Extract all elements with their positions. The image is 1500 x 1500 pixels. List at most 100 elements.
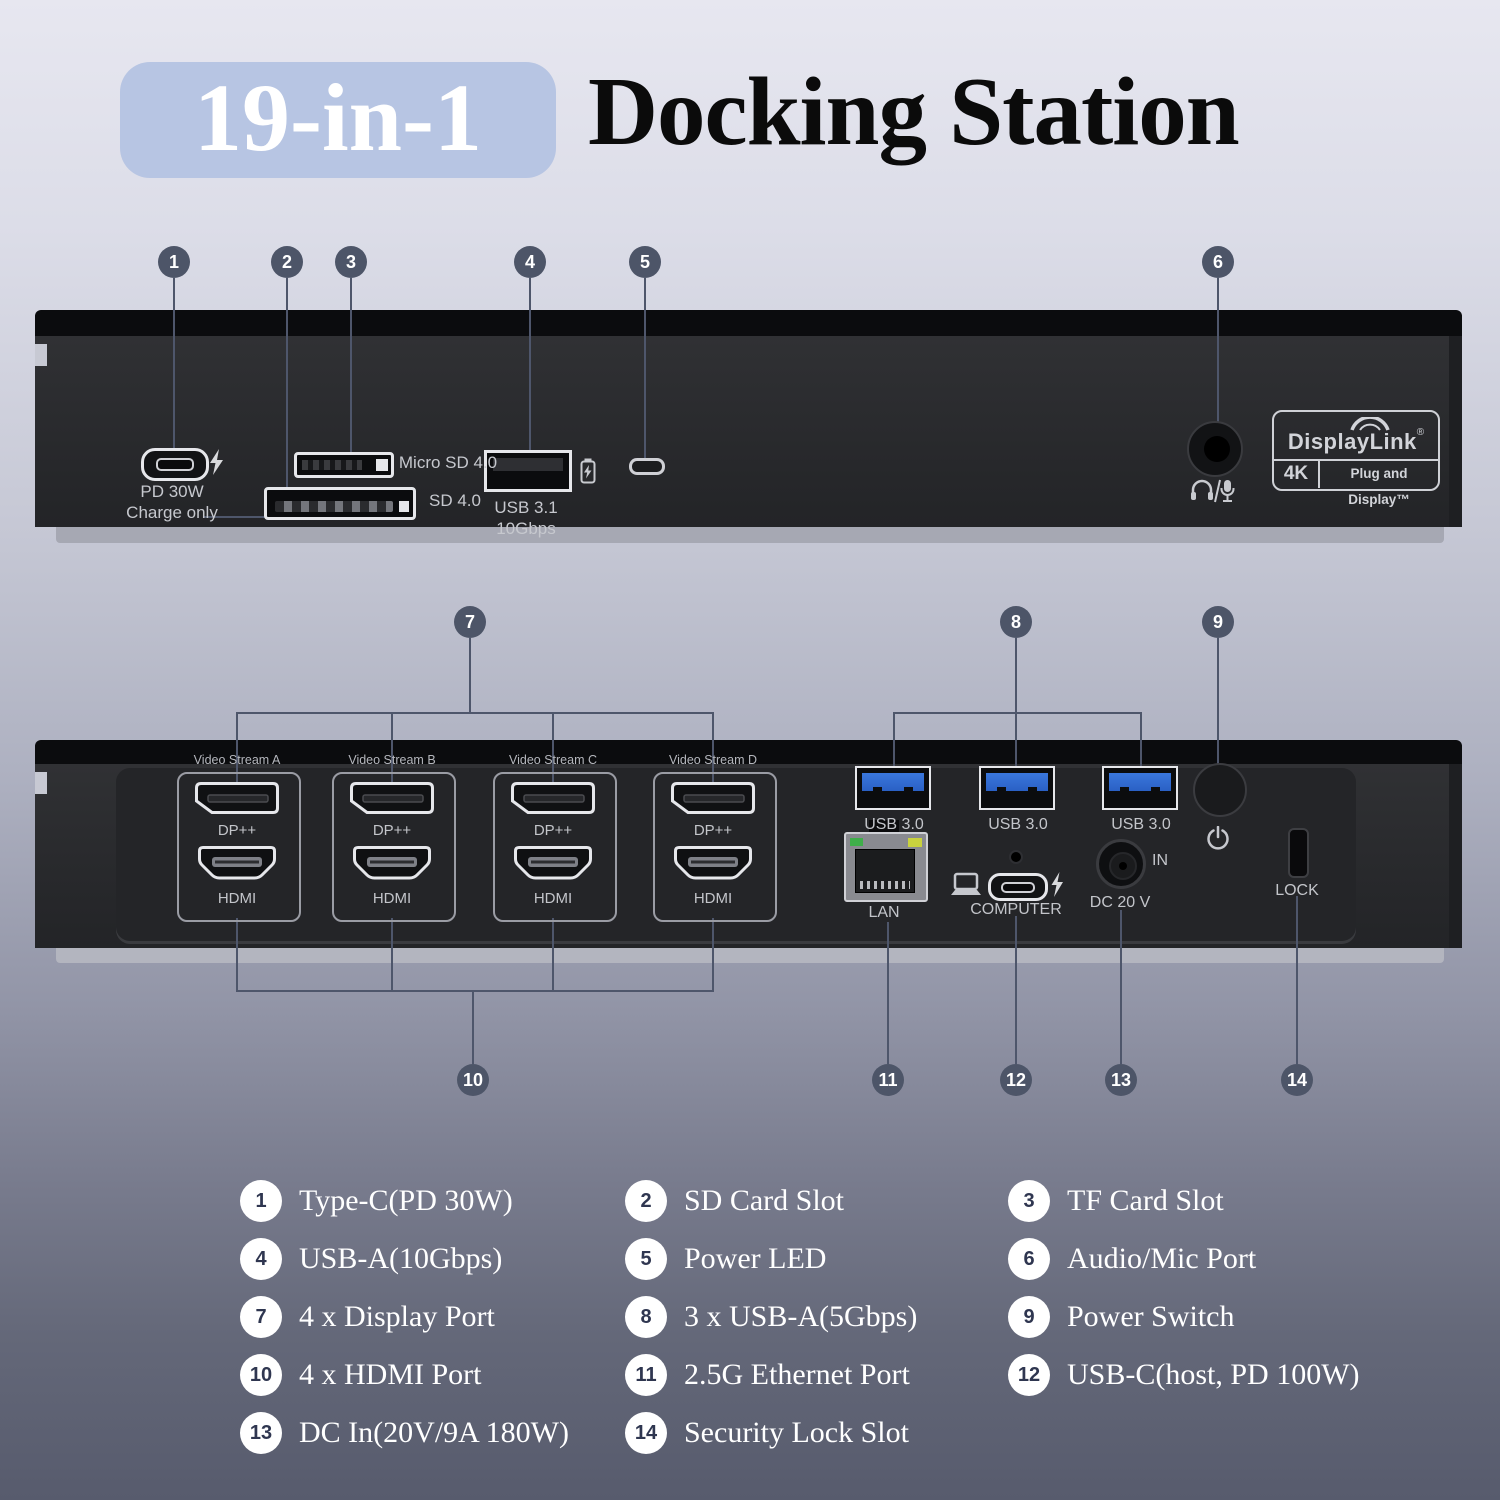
legend-num-7: 7 [240,1296,282,1338]
callout-7-stub-c [552,712,554,786]
callout-line-2 [286,278,288,518]
displaylink-brand-row: DisplayLink® [1274,412,1438,459]
callout-10-stub-a [236,918,238,990]
usb3-label-1: USB 3.0 [864,816,924,833]
front-device-base [56,527,1444,543]
legend-label-5: Power LED [684,1242,827,1275]
callout-line-11 [887,922,889,1064]
dc-in-label: IN [1152,852,1168,869]
usbc-host-pin [1001,881,1035,893]
front-left-notch [35,344,47,366]
usbc-host-port [988,873,1048,901]
legend-num-2: 2 [625,1180,667,1222]
callout-8-stub-3 [1140,712,1142,770]
headphone-mic-icon [1190,478,1236,504]
legend-num-13: 13 [240,1412,282,1454]
dc-label: DC 20 V [1089,894,1151,911]
callout-line-5 [644,278,646,459]
micro-sd-tab [376,459,388,471]
usb3-notch [1028,787,1037,792]
legend-num-8: 8 [625,1296,667,1338]
sd-card-tab [399,501,409,512]
usbc-pd-port [141,448,209,481]
legend-label-8: 3 x USB-A(5Gbps) [684,1300,918,1333]
video-stream-b-group [332,772,456,922]
usba-10g-tongue [493,458,563,471]
hdmi-port-c [514,846,592,880]
callout-12: 12 [1000,1064,1032,1096]
usb3-tongue-3 [1109,773,1171,791]
lan-opening [855,849,915,893]
callout-line-13 [1120,910,1122,1064]
hdmi-port-a [198,846,276,880]
legend-num-11: 11 [625,1354,667,1396]
usb3-tongue-1 [862,773,924,791]
legend-label-14: Security Lock Slot [684,1416,909,1449]
usb3-notch [1151,787,1160,792]
legend-num-10: 10 [240,1354,282,1396]
hdmi-port-b [353,846,431,880]
usb3-label-2: USB 3.0 [988,816,1048,833]
audio-jack-hole [1204,436,1230,462]
legend-item-2: 2 SD Card Slot [603,1180,986,1222]
back-right-edge [1449,764,1462,948]
title-badge: 19-in-1 [120,62,556,178]
computer-label: COMPUTER [970,901,1062,918]
callout-8: 8 [1000,606,1032,638]
dc-jack-pin-hole [1119,862,1127,870]
legend-num-4: 4 [240,1238,282,1280]
displaylink-brand: DisplayLink [1287,429,1417,454]
legend-label-2: SD Card Slot [684,1184,845,1217]
usb3-notch [873,787,882,792]
dp-label-c: DP++ [533,822,573,839]
usb3-notch [997,787,1006,792]
displaylink-arc-icon [1348,415,1392,431]
callout-10: 10 [457,1064,489,1096]
audio-jack [1187,421,1243,477]
dp-port-a [195,782,279,814]
lock-label: LOCK [1275,882,1319,899]
legend-num-6: 6 [1008,1238,1050,1280]
sd-card-pins [275,501,393,512]
usb3-port-3 [1102,766,1178,810]
usb3-port-1 [855,766,931,810]
legend-item-5: 5 Power LED [603,1238,986,1280]
callout-9: 9 [1202,606,1234,638]
callout-2: 2 [271,246,303,278]
legend-num-5: 5 [625,1238,667,1280]
lan-port [844,832,928,902]
legend-label-7: 4 x Display Port [299,1300,495,1333]
hdmi-port-d [674,846,752,880]
callout-line-12 [1015,916,1017,1064]
displaylink-registered: ® [1416,427,1425,438]
sd-label: SD 4.0 [429,491,481,510]
usb3-port-2 [979,766,1055,810]
back-left-notch [35,772,47,794]
dp-port-c [511,782,595,814]
callout-7: 7 [454,606,486,638]
displaylink-4k-badge: 4K [1274,461,1320,488]
video-stream-d-group [653,772,777,922]
legend-num-9: 9 [1008,1296,1050,1338]
legend-num-1: 1 [240,1180,282,1222]
callout-3: 3 [335,246,367,278]
hdmi-label-b: HDMI [372,890,412,907]
callout-11: 11 [872,1064,904,1096]
callout-4: 4 [514,246,546,278]
legend-label-13: DC In(20V/9A 180W) [299,1416,569,1449]
legend-item-4: 4 USB-A(10Gbps) [218,1238,603,1280]
legend-label-4: USB-A(10Gbps) [299,1242,503,1275]
dc-jack-ring [1109,852,1137,880]
micro-sd-label: Micro SD 4.0 [398,453,498,472]
usbc-pd-port-pin [156,458,194,471]
callout-8-bracket [893,712,1141,714]
callout-line-8 [1015,638,1017,712]
front-right-edge [1449,336,1462,527]
video-stream-a-name: Video Stream A [193,753,281,767]
callout-7-stub-a [236,712,238,786]
